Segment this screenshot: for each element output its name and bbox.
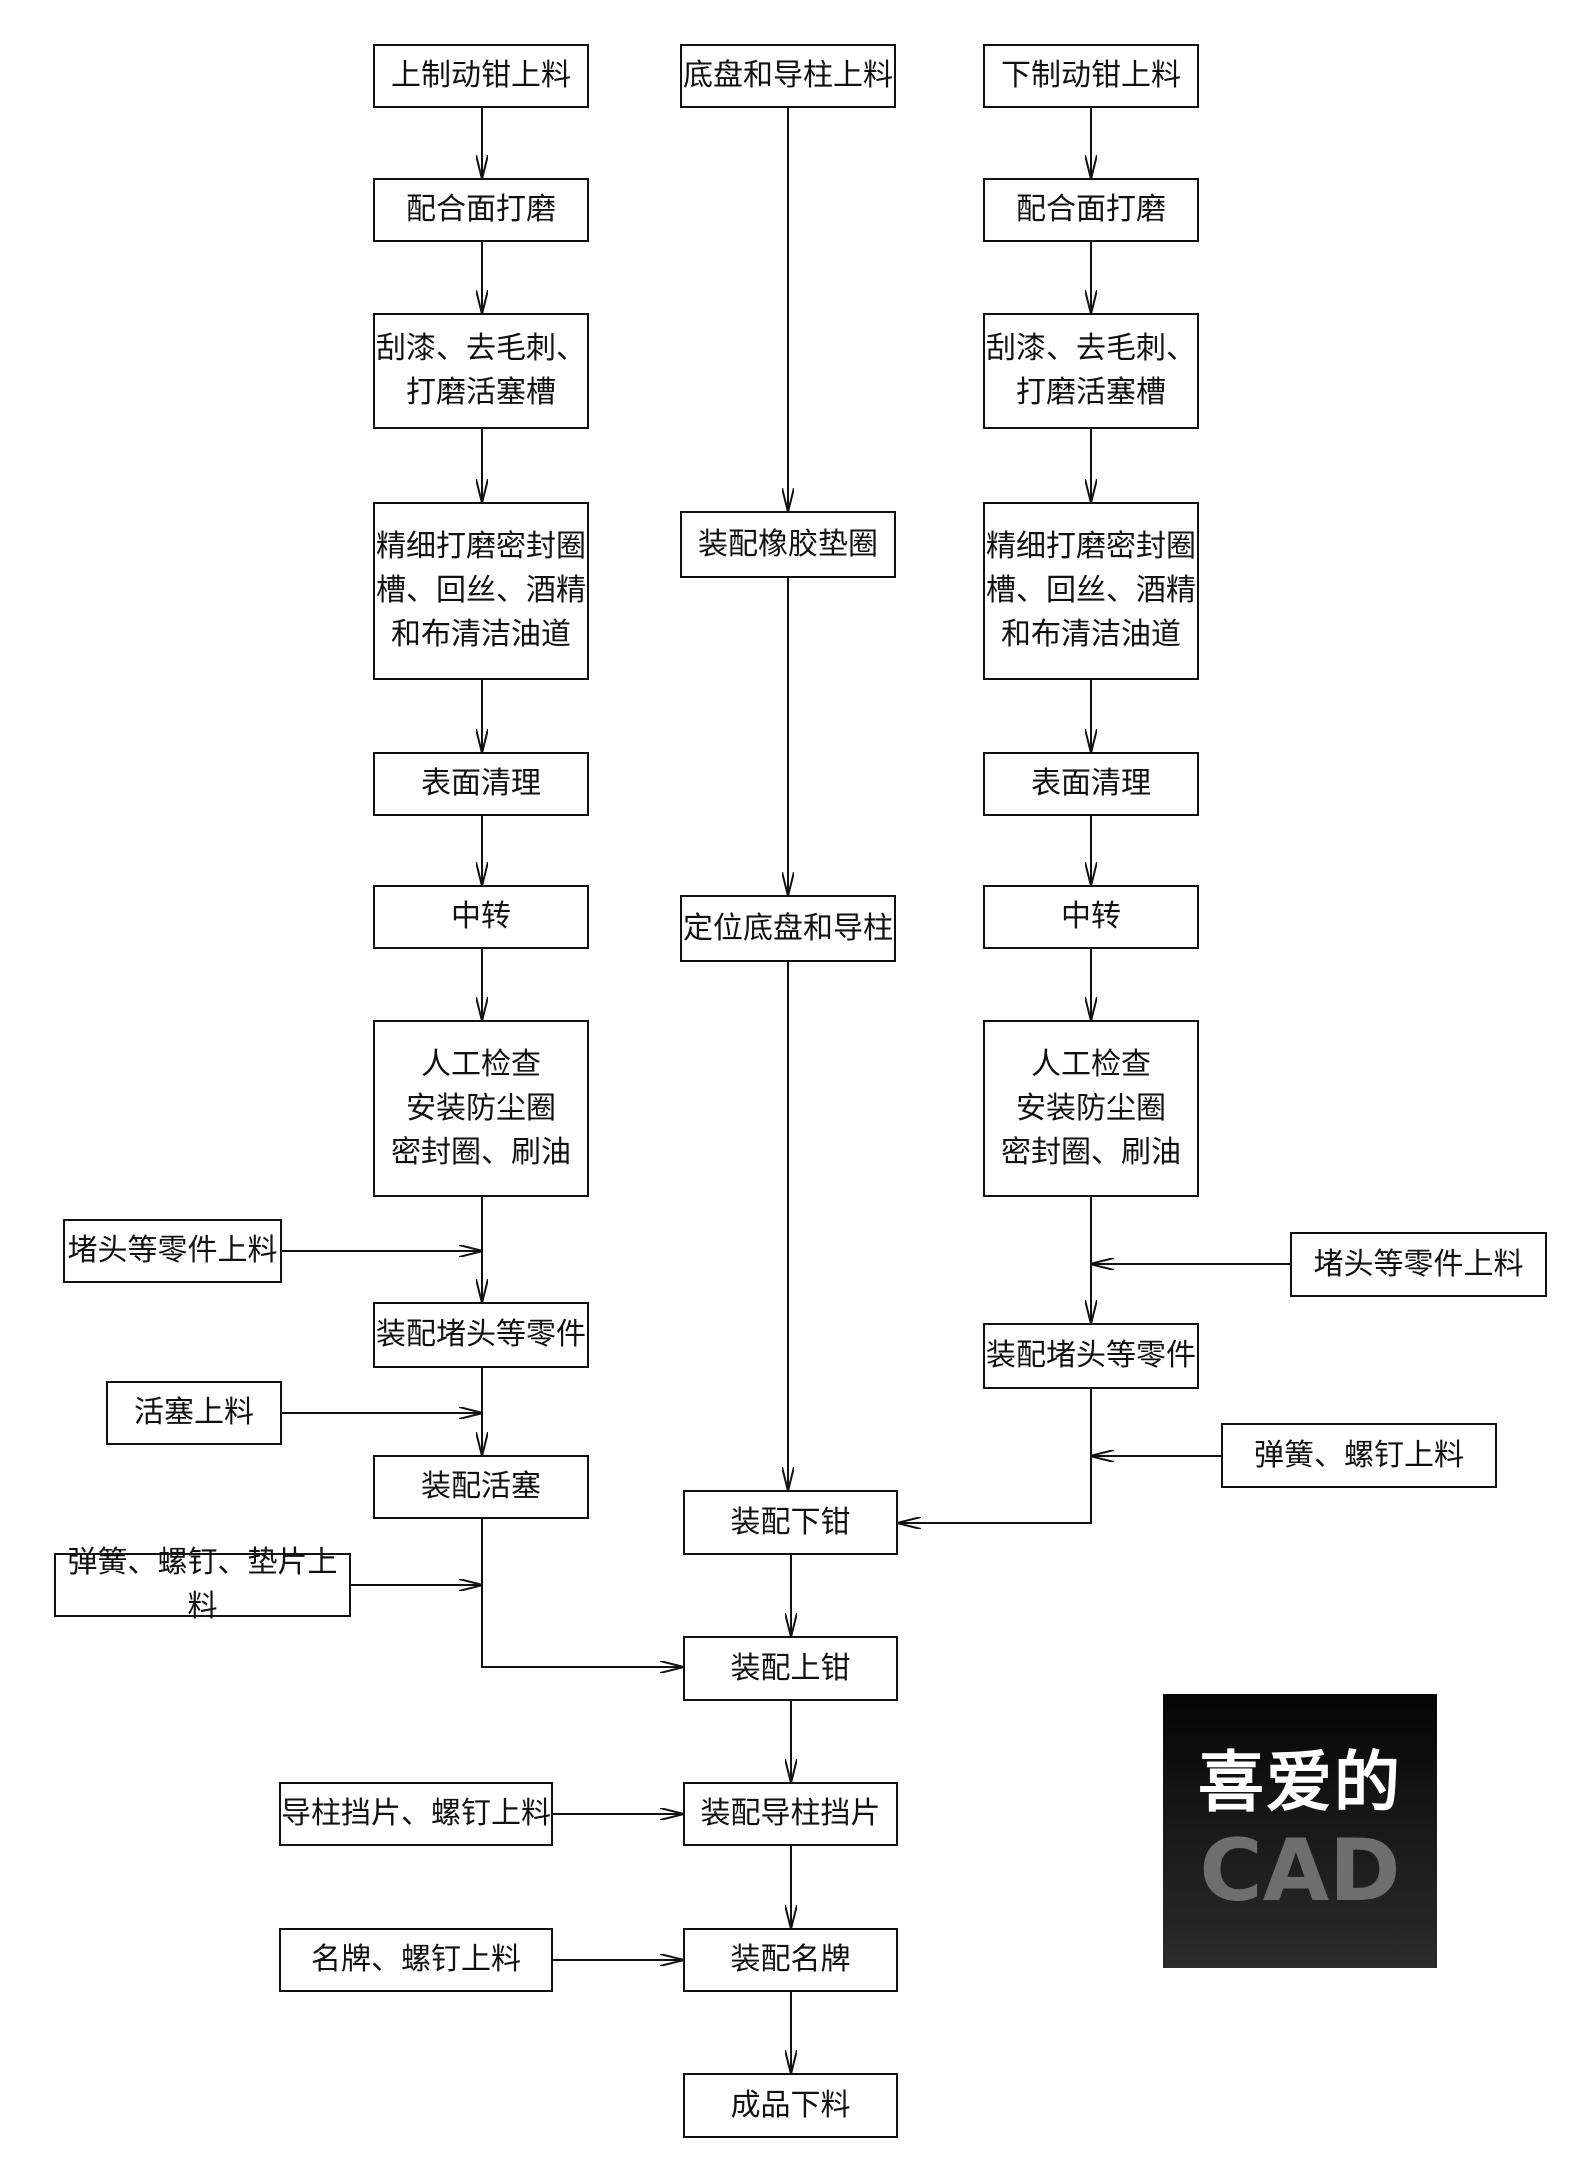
node-r-fine: 精细打磨密封圈 槽、回丝、酒精 和布清洁油道 [983, 502, 1199, 680]
node-r-check: 人工检查 安装防尘圈 密封圈、刷油 [983, 1020, 1199, 1197]
node-l-plug-feed: 堵头等零件上料 [63, 1219, 282, 1283]
node-c-name-feed: 名牌、螺钉上料 [279, 1928, 553, 1992]
node-c-out: 成品下料 [683, 2073, 898, 2138]
logo-line-1: 喜爱的 [1198, 1744, 1402, 1821]
node-l-piston-feed: 活塞上料 [106, 1381, 282, 1445]
node-l-scrape: 刮漆、去毛刺、 打磨活塞槽 [373, 313, 589, 429]
arrow-r-plugasm-lower [898, 1389, 1092, 1523]
node-l-load: 上制动钳上料 [373, 44, 589, 108]
node-c-upper: 装配上钳 [683, 1636, 898, 1701]
node-r-plug-asm: 装配堵头等零件 [983, 1323, 1199, 1389]
node-c-locate: 定位底盘和导柱 [680, 895, 896, 962]
node-r-load: 下制动钳上料 [983, 44, 1199, 108]
arrow-l-piston-upper [481, 1519, 683, 1667]
node-l-spring-feed: 弹簧、螺钉、垫片上料 [54, 1545, 351, 1624]
node-r-scrape: 刮漆、去毛刺、 打磨活塞槽 [983, 313, 1199, 429]
node-c-rubber: 装配橡胶垫圈 [680, 511, 896, 578]
node-r-plug-feed: 堵头等零件上料 [1290, 1232, 1547, 1297]
node-l-clean: 表面清理 [373, 752, 589, 816]
node-l-fine: 精细打磨密封圈 槽、回丝、酒精 和布清洁油道 [373, 502, 589, 680]
node-r-transfer: 中转 [983, 885, 1199, 949]
node-r-clean: 表面清理 [983, 752, 1199, 816]
node-l-transfer: 中转 [373, 885, 589, 949]
node-c-lower: 装配下钳 [683, 1490, 898, 1555]
node-c-load: 底盘和导柱上料 [680, 44, 896, 108]
node-l-piston-asm: 装配活塞 [373, 1455, 589, 1519]
node-c-guide-feed: 导柱挡片、螺钉上料 [279, 1782, 553, 1846]
node-l-grind: 配合面打磨 [373, 178, 589, 242]
node-r-spring-feed: 弹簧、螺钉上料 [1221, 1423, 1497, 1488]
node-c-name-asm: 装配名牌 [683, 1928, 898, 1992]
node-c-guide-asm: 装配导柱挡片 [683, 1782, 898, 1846]
cad-logo: 喜爱的 CAD [1163, 1694, 1437, 1968]
logo-line-2: CAD [1199, 1821, 1401, 1921]
node-r-grind: 配合面打磨 [983, 178, 1199, 242]
node-l-check: 人工检查 安装防尘圈 密封圈、刷油 [373, 1020, 589, 1197]
node-l-plug-asm: 装配堵头等零件 [373, 1302, 589, 1368]
